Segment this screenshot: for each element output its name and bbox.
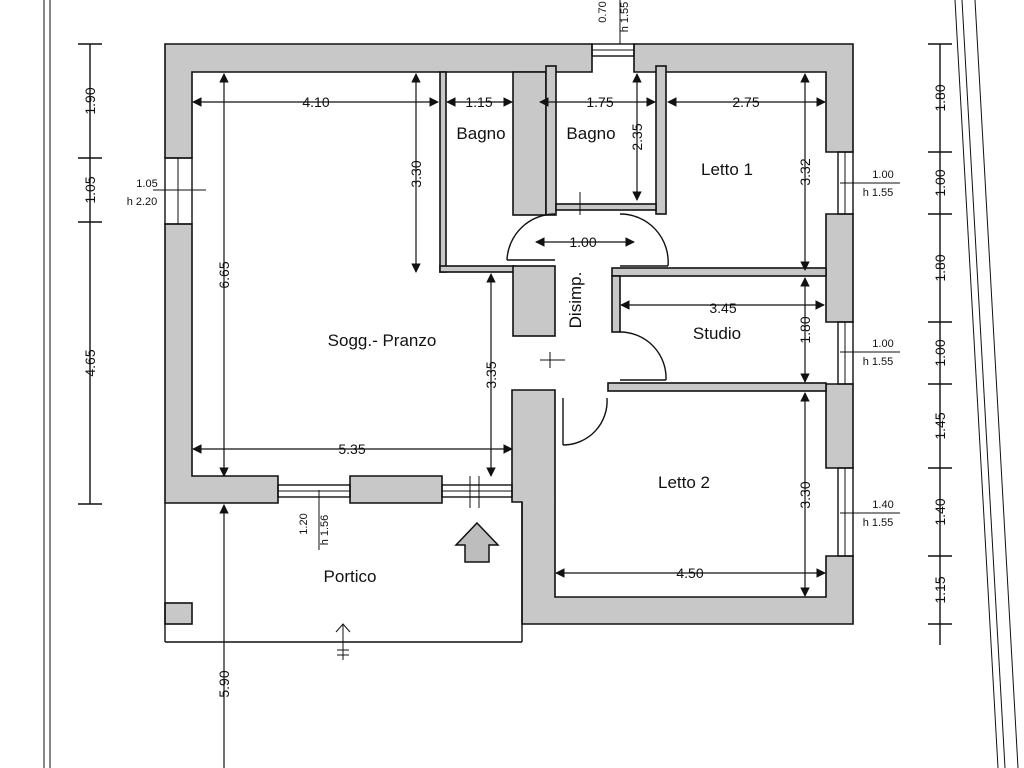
room-label-bath-1: Bagno [456, 124, 505, 143]
up-arrow-icon [454, 521, 500, 563]
window-bed2-height: h 1.55 [863, 517, 894, 529]
dim-bath2-depth: 2.35 [629, 123, 645, 150]
window-bed1-width: 1.00 [872, 169, 893, 181]
window-left-height: h 2.20 [127, 196, 158, 208]
dimension-labels: 4.10 1.15 1.75 2.75 1.00 3.45 5.35 4.50 … [82, 84, 948, 697]
room-label-study: Studio [693, 324, 741, 343]
right-dimension-chain [928, 43, 952, 645]
dim-bed1-width: 2.75 [732, 94, 759, 110]
window-bottom-width: 1.20 [298, 513, 310, 534]
interior-walls [439, 65, 827, 392]
dim-bed2-depth: 3.30 [797, 481, 813, 508]
room-label-bedroom-1: Letto 1 [701, 160, 753, 179]
dim-living-depth-total: 6.65 [216, 261, 232, 288]
dim-left-seg-3: 4.65 [82, 349, 98, 376]
dimension-lines [153, 0, 900, 768]
dim-left-seg-2: 1.05 [82, 176, 98, 203]
dim-living-width-bottom: 5.35 [338, 441, 365, 457]
dim-study-width: 3.45 [709, 300, 736, 316]
dim-bed2-width: 4.50 [676, 565, 703, 581]
dim-living-depth-lower: 3.35 [483, 361, 499, 388]
dim-living-depth-upper: 3.30 [408, 160, 424, 187]
room-label-bath-2: Bagno [566, 124, 615, 143]
dim-right-seg-3: 1.80 [932, 254, 948, 281]
window-bottom-height: h 1.56 [319, 515, 331, 546]
dim-bed1-depth: 3.32 [797, 158, 813, 185]
dim-right-seg-2: 1.00 [932, 169, 948, 196]
dim-hall-width: 1.00 [569, 234, 596, 250]
dim-right-seg-5: 1.45 [932, 412, 948, 439]
window-study-width: 1.00 [872, 338, 893, 350]
page-frame [43, 0, 1019, 768]
dim-right-seg-1: 1.80 [932, 84, 948, 111]
room-label-bedroom-2: Letto 2 [658, 473, 710, 492]
window-bed1-height: h 1.55 [863, 187, 894, 199]
window-left-width: 1.05 [136, 178, 157, 190]
window-labels: 0.70 h 1.55 1.05 h 2.20 1.00 h 1.55 1.00… [127, 1, 894, 545]
door-swings [469, 192, 669, 508]
window-top-height: h 1.55 [619, 2, 631, 33]
dim-right-seg-4: 1.00 [932, 339, 948, 366]
room-label-hall: Disimp. [566, 272, 585, 329]
porch-outline [164, 502, 523, 660]
dim-right-seg-7: 1.15 [932, 576, 948, 603]
dim-bath2-width: 1.75 [586, 94, 613, 110]
dim-living-width-top: 4.10 [302, 94, 329, 110]
dim-right-seg-6: 1.40 [932, 498, 948, 525]
dim-study-depth: 1.80 [797, 316, 813, 343]
room-label-porch: Portico [324, 567, 377, 586]
room-labels: Sogg.- Pranzo Bagno Bagno Letto 1 Letto … [324, 124, 753, 586]
exterior-walls [164, 43, 854, 625]
left-dimension-chain [78, 43, 102, 505]
dim-bath1-width: 1.15 [465, 94, 492, 110]
window-bed2-width: 1.40 [872, 499, 893, 511]
window-study-height: h 1.55 [863, 356, 894, 368]
dim-porch-depth: 5.90 [216, 670, 232, 697]
window-top-width: 0.70 [597, 1, 609, 22]
dim-left-seg-1: 1.90 [82, 87, 98, 114]
room-label-living: Sogg.- Pranzo [328, 331, 437, 350]
